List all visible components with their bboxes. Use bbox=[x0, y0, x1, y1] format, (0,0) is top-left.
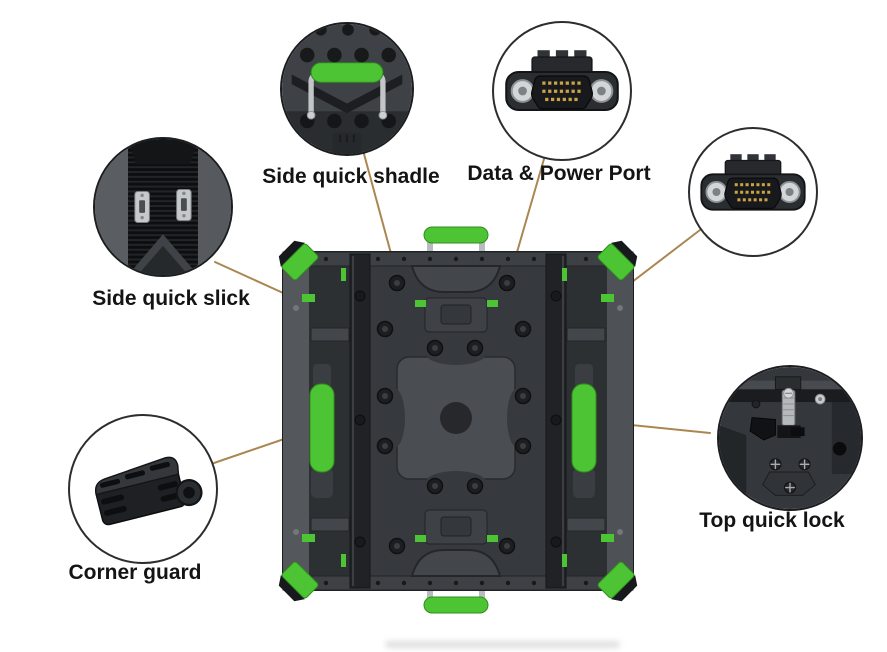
dsub-connector-closeup-icon bbox=[505, 50, 619, 112]
label-side-quick-shadle: Side quick shadle bbox=[262, 165, 440, 188]
lock-plates bbox=[134, 189, 192, 224]
corner-guards bbox=[278, 240, 638, 602]
bottom-shadow-smudge bbox=[385, 641, 620, 648]
dsub-connector-closeup-icon bbox=[700, 154, 806, 211]
label-data-power-port: Data & Power Port bbox=[467, 162, 651, 185]
label-side-quick-slick: Side quick slick bbox=[92, 287, 250, 310]
handle-with-green-grip-closeup-icon bbox=[282, 24, 412, 154]
callout-data-power-port-2 bbox=[688, 127, 818, 257]
top-handle-recess bbox=[410, 265, 502, 293]
right-side-handle bbox=[571, 364, 597, 498]
green-latches bbox=[302, 268, 614, 567]
bottom-handle-recess bbox=[410, 549, 502, 577]
top-lock-pin-closeup-icon bbox=[719, 367, 861, 509]
label-corner-guard: Corner guard bbox=[68, 561, 202, 584]
side-lock-plates-closeup-icon bbox=[95, 139, 231, 275]
top-handle bbox=[423, 226, 489, 261]
bottom-handle bbox=[423, 579, 489, 614]
cross-braces bbox=[310, 327, 606, 532]
callout-side-quick-slick bbox=[93, 137, 233, 277]
corner-guard-part-closeup-icon bbox=[94, 456, 203, 526]
led-panel-rear-view bbox=[278, 226, 638, 614]
callout-data-power-port bbox=[492, 21, 632, 161]
label-top-quick-lock: Top quick lock bbox=[699, 509, 845, 532]
callout-corner-guard bbox=[68, 414, 218, 564]
center-mount-plate bbox=[383, 343, 529, 493]
left-side-handle bbox=[309, 364, 335, 498]
screws bbox=[293, 274, 623, 555]
callout-side-quick-shadle bbox=[280, 22, 414, 156]
leader-line-data-power-port bbox=[512, 158, 545, 267]
leader-line-side-quick-slick bbox=[214, 261, 293, 298]
vertical-rails bbox=[349, 253, 567, 589]
top-sub-bracket bbox=[415, 297, 498, 333]
bottom-sub-bracket bbox=[415, 509, 498, 545]
callout-top-quick-lock bbox=[717, 365, 863, 511]
